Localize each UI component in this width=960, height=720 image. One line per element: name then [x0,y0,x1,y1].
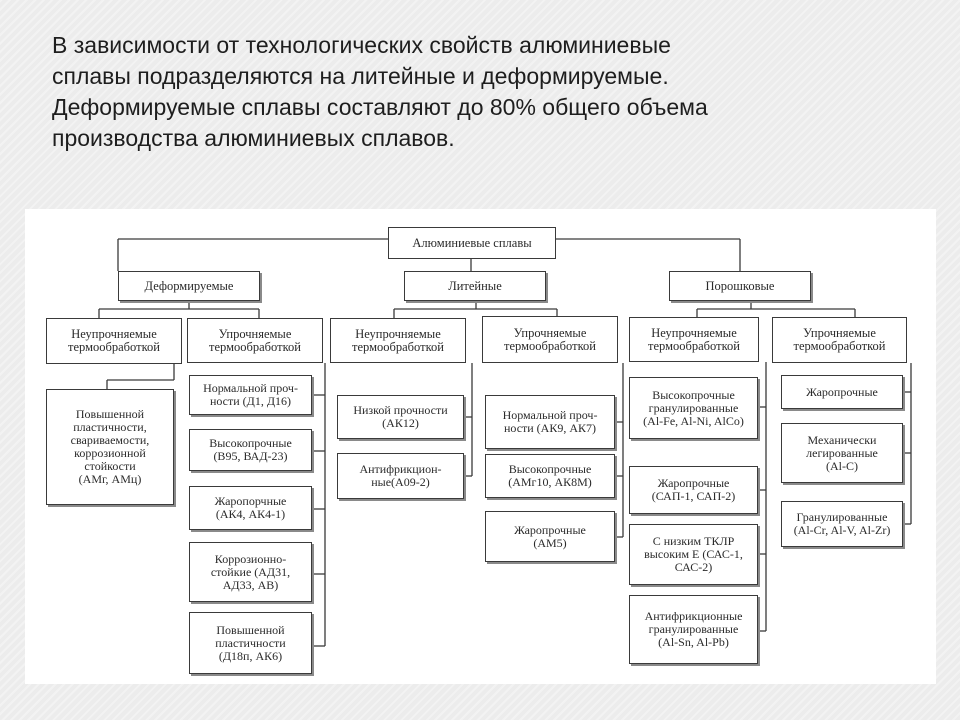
intro-line-4: производства алюминиевых сплавов. [52,125,455,151]
leaf-label: С низким ТКЛР высоким Е (САС-1, САС-2) [644,534,743,574]
leaf-label: Повышенной пластичности, свариваемости, … [70,407,150,486]
root-box: Алюминиевые сплавы [388,227,556,259]
subgroup-powder-hardened: Упрочняемые термообработкой [772,317,907,363]
leaf-powder-non-hardened-2: Жаропрочные (САП-1, САП-2) [629,466,758,514]
category-cast-label: Литейные [448,278,502,293]
intro-line-3: Деформируемые сплавы составляют до 80% о… [52,94,708,120]
leaf-label: Антифрикцион- ные(А09-2) [359,462,442,489]
subgroup-label: Неупрочняемые термообработкой [352,326,444,354]
leaf-label: Коррозионно- стойкие (АД31, АД33, АВ) [210,551,291,592]
leaf-label: Высокопрочные (В95, ВАД-23) [209,436,292,463]
leaf-deformed-hardened-1: Нормальной проч- ности (Д1, Д16) [189,375,312,415]
leaf-label: Жаропрочные [806,384,878,399]
subgroup-label: Упрочняемые термообработкой [209,326,301,354]
leaf-label: Жаропрочные (АМ5) [514,522,586,550]
category-deformed: Деформируемые [118,271,260,301]
subgroup-deformed-hardened: Упрочняемые термообработкой [187,318,323,363]
leaf-label: Нормальной проч- ности (Д1, Д16) [203,381,298,408]
leaf-cast-hardened-1: Нормальной проч- ности (АК9, АК7) [485,395,615,449]
subgroup-powder-non-hardened: Неупрочняемые термообработкой [629,317,759,362]
alloy-classification-diagram: Алюминиевые сплавы Деформируемые Литейны… [25,209,936,684]
leaf-label: Повышенной пластичности (Д18п, АК6) [215,622,286,663]
leaf-deformed-non-hardened-1: Повышенной пластичности, свариваемости, … [46,389,174,505]
leaf-label: Механически легированные (Al-C) [806,432,878,473]
leaf-powder-non-hardened-3: С низким ТКЛР высоким Е (САС-1, САС-2) [629,524,758,585]
leaf-cast-non-hardened-2: Антифрикцион- ные(А09-2) [337,453,464,499]
category-powder-label: Порошковые [705,278,775,293]
leaf-label: Высокопрочные (АМг10, АК8М) [508,462,592,489]
leaf-cast-hardened-2: Высокопрочные (АМг10, АК8М) [485,454,615,498]
subgroup-label: Упрочняемые термообработкой [793,326,886,353]
leaf-label: Антифрикционные гранулированные (Al-Sn, … [644,609,743,649]
leaf-label: Низкой прочности (АК12) [353,403,448,430]
subgroup-cast-hardened: Упрочняемые термообработкой [482,316,618,363]
category-deformed-label: Деформируемые [144,278,234,293]
root-label: Алюминиевые сплавы [412,235,532,250]
leaf-label: Гранулированные (Al-Cr, Al-V, Al-Zr) [793,510,891,537]
leaf-label: Высокопрочные гранулированные (Al-Fe, Al… [643,387,744,428]
leaf-deformed-hardened-4: Коррозионно- стойкие (АД31, АД33, АВ) [189,542,312,602]
leaf-label: Нормальной проч- ности (АК9, АК7) [502,408,598,435]
intro-text: В зависимости от технологических свойств… [52,30,912,154]
leaf-powder-non-hardened-1: Высокопрочные гранулированные (Al-Fe, Al… [629,377,758,439]
category-powder: Порошковые [669,271,811,301]
leaf-cast-non-hardened-1: Низкой прочности (АК12) [337,395,464,439]
subgroup-label: Неупрочняемые термообработкой [648,325,740,353]
leaf-cast-hardened-3: Жаропрочные (АМ5) [485,511,615,562]
leaf-powder-hardened-1: Жаропрочные [781,375,903,409]
leaf-label: Жаропрочные (САП-1, САП-2) [651,476,736,503]
intro-line-2: сплавы подразделяются на литейные и дефо… [52,63,669,89]
leaf-label: Жаропорчные (АК4, АК4-1) [214,494,287,521]
subgroup-label: Упрочняемые термообработкой [504,325,596,353]
leaf-deformed-hardened-2: Высокопрочные (В95, ВАД-23) [189,429,312,471]
subgroup-deformed-non-hardened: Неупрочняемые термообработкой [46,318,182,364]
intro-line-1: В зависимости от технологических свойств… [52,32,671,58]
leaf-powder-hardened-3: Гранулированные (Al-Cr, Al-V, Al-Zr) [781,501,903,547]
leaf-deformed-hardened-3: Жаропорчные (АК4, АК4-1) [189,486,312,530]
subgroup-label: Неупрочняемые термообработкой [68,327,160,354]
category-cast: Литейные [404,271,546,301]
leaf-powder-non-hardened-4: Антифрикционные гранулированные (Al-Sn, … [629,595,758,664]
subgroup-cast-non-hardened: Неупрочняемые термообработкой [330,318,466,363]
leaf-powder-hardened-2: Механически легированные (Al-C) [781,423,903,483]
leaf-deformed-hardened-5: Повышенной пластичности (Д18п, АК6) [189,612,312,674]
